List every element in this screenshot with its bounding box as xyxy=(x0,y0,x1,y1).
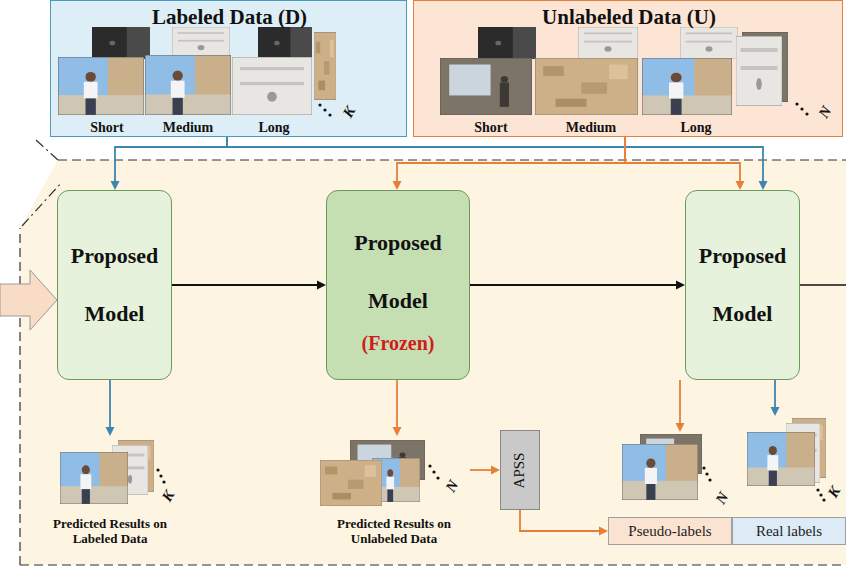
arrow-head xyxy=(111,181,120,190)
caption-text: Predicted Results on Labeled Data xyxy=(51,516,169,546)
model-box: Proposed Model xyxy=(685,190,800,380)
model-box: Proposed Model(Frozen) xyxy=(326,190,470,380)
data-panel: Unlabeled Data (U) Short Medium Long N xyxy=(413,0,843,137)
connector xyxy=(393,380,402,436)
label-box: Pseudo-labels xyxy=(608,517,732,545)
exposure-label: Short xyxy=(72,120,142,136)
connector-line xyxy=(520,510,599,531)
connector xyxy=(771,380,780,416)
image-stack: K xyxy=(744,416,844,506)
count-label: N xyxy=(711,487,733,509)
connector-line xyxy=(227,137,763,181)
connector-line xyxy=(109,380,111,427)
exposure-label: Long xyxy=(661,120,731,136)
count-label: K xyxy=(157,485,179,507)
arrow-head xyxy=(599,527,608,536)
arrow-head xyxy=(393,427,402,436)
arrow-head xyxy=(771,407,780,416)
connector xyxy=(676,380,685,432)
model-label: Proposed Model xyxy=(343,214,453,330)
connector-line xyxy=(115,137,227,181)
arrow-head xyxy=(106,427,115,436)
arrow-head xyxy=(676,281,685,290)
frozen-tag: (Frozen) xyxy=(362,330,435,356)
connector xyxy=(520,510,608,536)
connector xyxy=(393,137,626,190)
connector-line xyxy=(679,380,681,423)
label-box: Real labels xyxy=(732,517,846,545)
connector xyxy=(227,137,768,190)
connector-line xyxy=(397,137,625,181)
arrow-head xyxy=(676,423,685,432)
model-label: Proposed Model xyxy=(688,227,798,343)
exposure-label: Medium xyxy=(556,120,626,136)
arrow-head xyxy=(759,181,768,190)
model-box: Proposed Model xyxy=(57,190,172,380)
panel-title: Labeled Data (D) xyxy=(51,5,408,30)
connector-line xyxy=(396,380,398,427)
module-label: APSS xyxy=(511,452,528,488)
connector-line xyxy=(625,137,740,181)
data-panel: Labeled Data (D) Short Medium Long K xyxy=(50,0,407,137)
arrow-head xyxy=(317,281,326,290)
count-label: N xyxy=(441,475,463,497)
count-label: N xyxy=(814,101,836,123)
connector xyxy=(172,281,326,290)
count-label: K xyxy=(823,481,845,503)
connector xyxy=(470,466,500,475)
connector-line xyxy=(172,284,317,286)
label-text: Real labels xyxy=(756,523,822,540)
arrow-head xyxy=(393,181,402,190)
connector xyxy=(106,380,115,436)
panel-title: Unlabeled Data (U) xyxy=(414,5,844,30)
arrow-head xyxy=(736,181,745,190)
label-text: Pseudo-labels xyxy=(628,523,711,540)
module-box: APSS xyxy=(500,430,540,510)
connector xyxy=(625,137,745,190)
connector-line xyxy=(470,284,676,286)
connector xyxy=(470,281,685,290)
arrow-head xyxy=(491,466,500,475)
connector-line xyxy=(470,469,491,471)
exposure-label: Short xyxy=(456,120,526,136)
image-stack: N xyxy=(618,432,732,506)
connector-line xyxy=(774,380,776,407)
count-label: K xyxy=(338,101,360,123)
model-label: Proposed Model xyxy=(60,227,170,343)
connector xyxy=(111,137,228,190)
image-stack: K Predicted Results on Labeled Data xyxy=(40,436,180,554)
image-stack: N Predicted Results on Unlabeled Data xyxy=(318,436,470,554)
caption-text: Predicted Results on Unlabeled Data xyxy=(335,516,453,546)
exposure-label: Medium xyxy=(153,120,223,136)
exposure-label: Long xyxy=(239,120,309,136)
